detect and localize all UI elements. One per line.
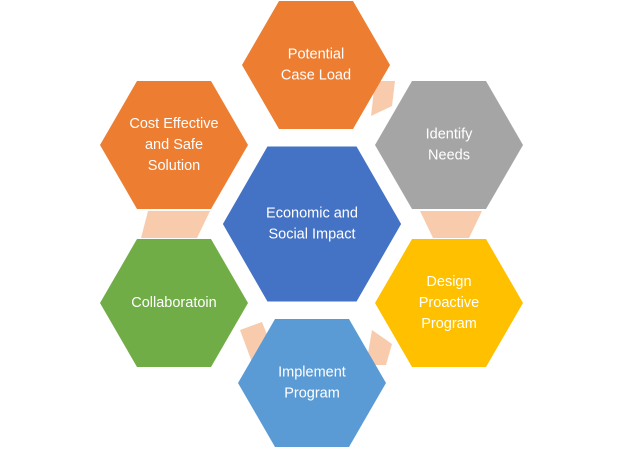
hexagon-label-potential-case-load-line-2: Case Load [281,68,351,84]
hexagon-label-identify-needs-line-1: Identify [426,127,473,143]
connector-design-implement [366,330,392,365]
hexagon-label-design-proactive-program-line-1: Design [426,274,471,290]
connector-identify-design [420,211,482,238]
hexagon-shape-potential-case-load [242,1,390,129]
hexagon-shape-center [217,141,407,307]
hexagon-collaboration: Collaboratoin [100,239,248,367]
hexagon-label-design-proactive-program-line-2: Proactive [419,295,479,311]
hexagon-shape-design-proactive-program [375,239,523,367]
hexagon-label-potential-case-load-line-1: Potential [288,47,344,63]
hexagon-label-cost-effective-safe-solution-line-1: Cost Effective [129,116,218,132]
connector-collaboration-cost [141,211,210,238]
hexagon-label-identify-needs-line-2: Needs [428,148,470,164]
hexagon-label-cost-effective-safe-solution-line-3: Solution [148,158,200,174]
hexagon-shape-identify-needs [375,81,523,209]
hexagon-label-implement-program-line-1: Implement [278,365,346,381]
hexagon-label-collaboration-line-1: Collaboratoin [131,295,216,311]
hexagon-label-design-proactive-program-line-3: Program [421,316,477,332]
hexagon-label-center-line-1: Economic and [266,206,358,222]
hexagon-label-cost-effective-safe-solution-line-2: and Safe [145,137,203,153]
hexagon-label-implement-program-line-2: Program [284,386,340,402]
connector-case-load-identify [371,81,395,116]
hexagon-label-center-line-2: Social Impact [268,227,355,243]
hexagon-shape-implement-program [238,319,386,447]
hexagon-shape-cost-effective-safe-solution [100,81,248,209]
hexagon-shape-collaboration [100,239,248,367]
